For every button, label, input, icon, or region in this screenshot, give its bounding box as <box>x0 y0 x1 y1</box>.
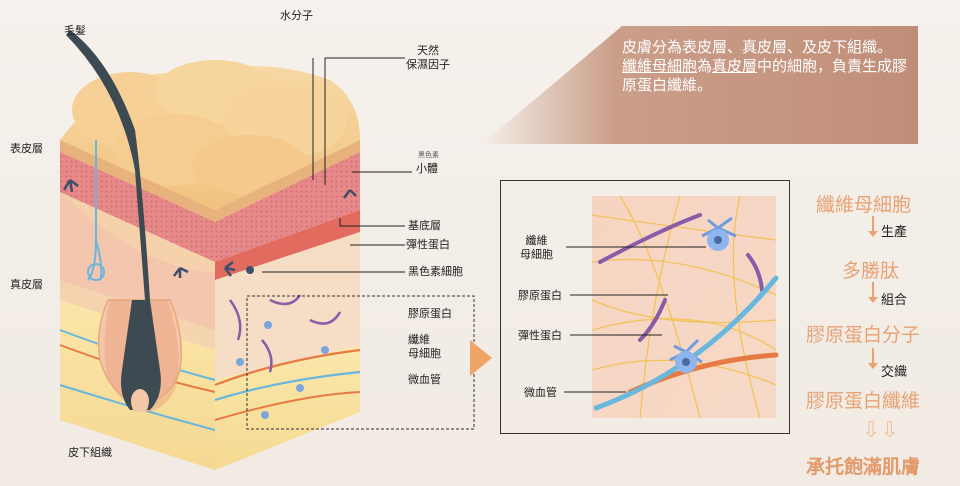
double-down-arrow-icon: ⇩⇩ <box>862 418 899 443</box>
flow-step-polypeptide: 多勝肽 <box>842 260 900 282</box>
zoom-label-collagen: 膠原蛋白 <box>518 289 562 302</box>
flow-verb-interweave: 交織 <box>881 365 908 380</box>
zoom-panel <box>500 180 790 434</box>
flow-step-collagen-molecule: 膠原蛋白分子 <box>806 324 921 346</box>
info-line-rest: 中的細胞，負責生成膠原蛋白纖維。 <box>622 57 908 94</box>
skin-front-face <box>214 140 361 470</box>
flow-arrow-1 <box>868 216 878 237</box>
flow-result: 承托飽滿肌膚 <box>806 456 921 478</box>
leader-lines <box>262 57 412 273</box>
skin-surface <box>60 60 360 210</box>
label-dermis: 真皮層 <box>10 278 43 291</box>
fibroblast-cell-icon <box>669 338 703 373</box>
flow-step-collagen-fiber: 膠原蛋白纖維 <box>806 390 921 412</box>
info-dermis-term: 真皮層 <box>712 57 758 75</box>
label-subcutaneous-tissue: 皮下組織 <box>68 446 112 459</box>
info-line-layers: 皮膚分為表皮層、真皮層、及皮下組織。 <box>622 38 893 56</box>
label-natural-moisturizing-factor: 天然 保濕因子 <box>406 44 450 71</box>
flow-verb-produce: 生產 <box>881 225 908 240</box>
zoom-panel-illustration <box>564 195 779 419</box>
label-basal-layer: 基底層 <box>408 219 441 232</box>
zoom-label-elastin: 彈性蛋白 <box>518 329 562 342</box>
info-fibroblast-term: 纖維母細胞 <box>622 57 698 75</box>
label-collagen: 膠原蛋白 <box>408 307 452 320</box>
zoom-label-capillary: 微血管 <box>524 386 557 399</box>
label-melanin: 黑色素 <box>418 151 439 159</box>
label-elastin: 彈性蛋白 <box>406 238 450 251</box>
label-capillary: 微血管 <box>408 373 441 386</box>
flow-arrow-2 <box>868 282 878 303</box>
zoom-label-fibroblast: 纖維 母細胞 <box>520 234 553 261</box>
label-melanocyte: 黑色素細胞 <box>408 265 463 278</box>
label-water-molecule: 水分子 <box>280 9 313 22</box>
fibroblast-cell-icon <box>701 216 737 251</box>
label-epidermis: 表皮層 <box>10 142 43 155</box>
label-hair: 毛髮 <box>64 24 86 37</box>
flow-step-fibroblast: 纖維母細胞 <box>816 194 912 216</box>
zoom-arrow <box>470 340 492 376</box>
label-melanosome: 小體 <box>416 162 438 175</box>
info-box <box>482 26 918 144</box>
flow-arrow-3 <box>868 348 878 369</box>
hair-follicle <box>62 30 357 412</box>
info-text: 皮膚分為表皮層、真皮層、及皮下組織。 纖維母細胞為真皮層中的細胞，負責生成膠原蛋… <box>622 38 914 95</box>
info-wei: 為 <box>697 57 713 75</box>
flow-verb-combine: 組合 <box>881 293 908 308</box>
label-fibroblast: 纖維 母細胞 <box>408 333 441 360</box>
